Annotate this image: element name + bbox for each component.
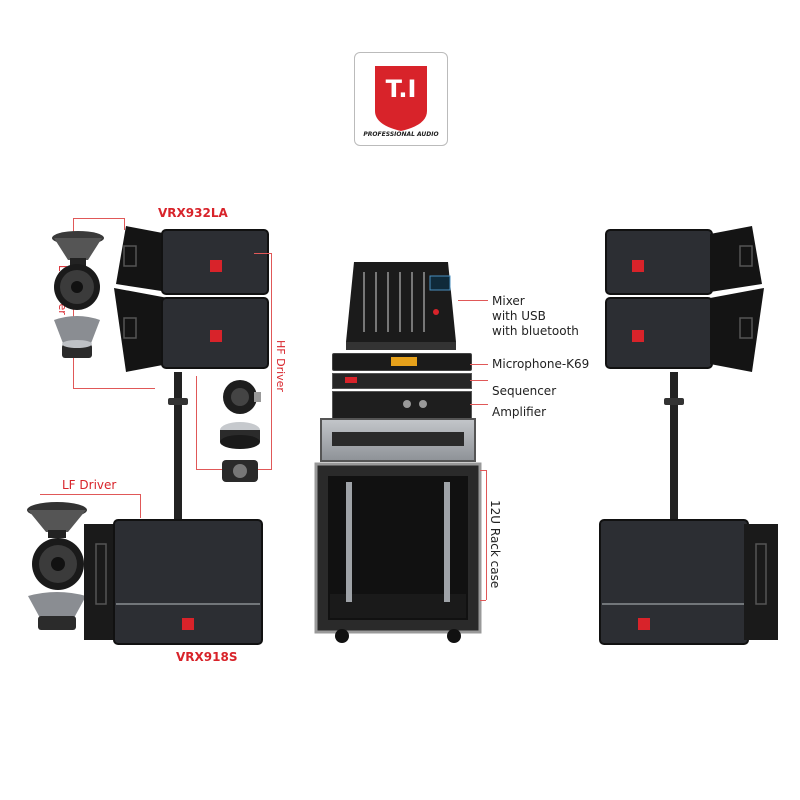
speaker-pole-right [670,372,678,532]
brand-logo-text: T.I [385,75,417,103]
hf-driver-bracket-line [254,253,272,254]
sub-driver-cone-front-image [32,538,84,590]
sequencer-label: Sequencer [492,384,557,398]
lf-driver-bracket-line [73,388,155,389]
brand-shield-icon [375,66,427,131]
subwoofer-right [599,519,778,645]
amplifier-knob [419,400,427,408]
top-speaker-model-label: VRX932LA [158,206,228,220]
hf-driver-compression-image [222,460,258,482]
line-array-speaker-right [605,226,764,372]
pole-clamp-left [168,398,188,405]
hf-driver-bracket-line [271,253,272,469]
lf-driver-cone-front-image [54,264,100,310]
amplifier-pointer-line [470,404,488,405]
amplifier-knob [403,400,411,408]
rack-case-bracket-line [480,600,486,601]
lf-driver-sub-label: LF Driver [62,478,117,492]
subwoofer-left [84,519,263,645]
mixer-pointer-line [458,300,488,301]
brand-tagline: PROFESSIONAL AUDIO [363,131,439,138]
sequencer-pointer-line [470,380,488,381]
hf-driver-label: HF Driver [274,340,287,392]
rack-case-bracket-line [486,470,487,600]
hf-driver-diaphragm-image [220,422,260,449]
lid-band [332,432,464,446]
lf-driver-sub-bracket-line [40,494,140,495]
rack-case-body [314,462,482,643]
lf-driver-sub-bracket-line [140,494,141,518]
sub-driver-magnet-image [28,592,86,630]
speaker-pole-left [174,372,182,532]
rack-case-bracket-line [480,470,486,471]
hf-driver-bracket-line [196,376,197,470]
mixer-label: Mixer with USB with bluetooth [492,294,579,339]
sequencer-display [345,377,357,383]
microphone-receiver [332,353,472,371]
mixer-image [346,262,456,350]
sequencer-unit [332,373,472,389]
hf-driver-horn-image [223,380,261,414]
mixer-label-line-3: with bluetooth [492,324,579,338]
mixer-label-line-1: Mixer [492,294,525,308]
brand-logo-box: T.I PROFESSIONAL AUDIO [354,52,448,146]
rack-case-label: 12U Rack case [488,500,502,589]
sub-driver-cone-side-image [27,502,87,538]
lf-driver-magnet-image [54,316,100,358]
microphone-pointer-line [470,364,488,365]
lf-driver-bracket-line [124,218,125,230]
receiver-display [391,357,417,366]
sub-speaker-model-label: VRX918S [176,650,238,664]
lf-driver-bracket-line [73,218,125,219]
rack-case-lid [320,418,476,462]
lf-driver-cone-side-image [52,231,104,266]
amplifier-label: Amplifier [492,405,547,419]
pole-clamp-right [664,398,684,405]
mixer-label-line-2: with USB [492,309,546,323]
line-array-speaker-left [114,226,269,372]
microphone-label: Microphone-K69 [492,357,590,371]
amplifier-unit [332,391,472,419]
